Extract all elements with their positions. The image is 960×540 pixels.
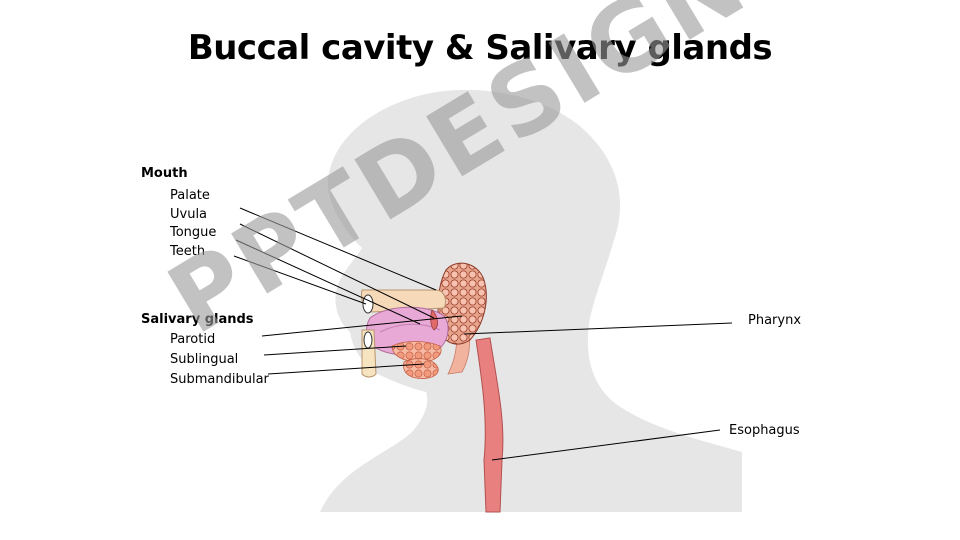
label-submandibular: Submandibular [170,372,269,387]
upper-tooth-shape [363,295,373,313]
mouth-heading: Mouth [141,166,188,181]
label-tongue: Tongue [170,225,216,240]
label-uvula: Uvula [170,207,207,222]
salivary-heading: Salivary glands [141,312,254,327]
label-teeth: Teeth [170,244,205,259]
label-esophagus: Esophagus [729,423,800,438]
label-parotid: Parotid [170,332,215,347]
label-pharynx: Pharynx [748,313,801,328]
lower-tooth-shape [364,332,372,348]
page-title: Buccal cavity & Salivary glands [0,28,960,68]
label-sublingual: Sublingual [170,352,238,367]
label-palate: Palate [170,188,210,203]
